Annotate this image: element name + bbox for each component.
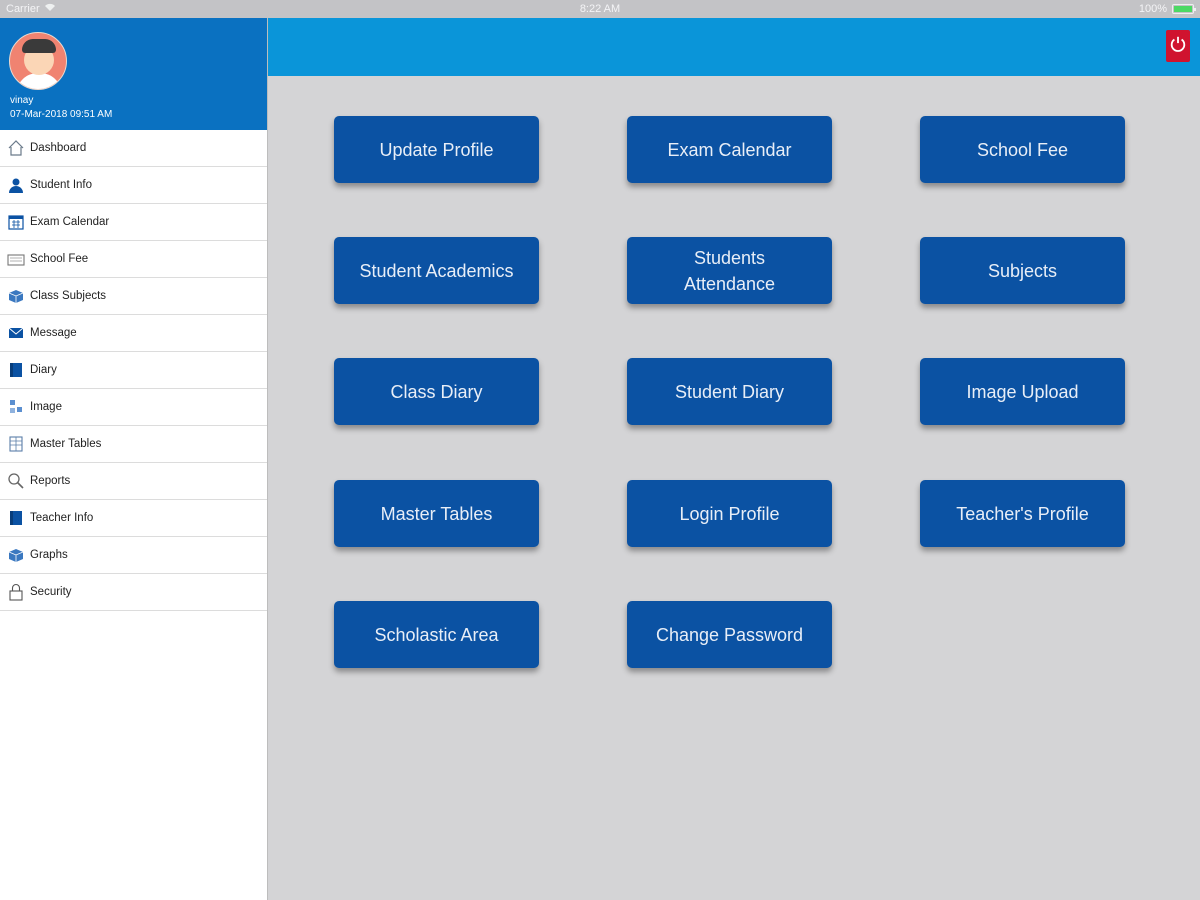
student-academics-button[interactable]: Student Academics bbox=[334, 237, 539, 304]
battery-fill bbox=[1174, 6, 1192, 12]
book-icon bbox=[6, 508, 26, 528]
sidebar-item-master-tables[interactable]: Master Tables bbox=[0, 426, 267, 463]
sidebar-item-label: Master Tables bbox=[30, 438, 102, 450]
sidebar-item-label: School Fee bbox=[30, 253, 89, 265]
update-profile-button[interactable]: Update Profile bbox=[334, 116, 539, 183]
top-bar bbox=[268, 18, 1200, 76]
magnifier-icon bbox=[6, 471, 26, 491]
box-icon bbox=[6, 286, 26, 306]
exam-calendar-button[interactable]: Exam Calendar bbox=[627, 116, 832, 183]
sidebar-item-security[interactable]: Security bbox=[0, 574, 267, 611]
profile-header: vinay 07-Mar-2018 09:51 AM bbox=[0, 18, 267, 130]
sidebar-item-dashboard[interactable]: Dashboard bbox=[0, 130, 267, 167]
envelope-icon bbox=[6, 323, 26, 343]
carrier-group: Carrier bbox=[6, 3, 56, 15]
power-button[interactable] bbox=[1166, 30, 1190, 62]
sidebar-item-school-fee[interactable]: School Fee bbox=[0, 241, 267, 278]
book-icon bbox=[6, 360, 26, 380]
sidebar-item-class-subjects[interactable]: Class Subjects bbox=[0, 278, 267, 315]
calendar-icon bbox=[6, 212, 26, 232]
image-icon bbox=[6, 397, 26, 417]
sidebar-item-image[interactable]: Image bbox=[0, 389, 267, 426]
subjects-button[interactable]: Subjects bbox=[920, 237, 1125, 304]
class-diary-button[interactable]: Class Diary bbox=[334, 358, 539, 425]
battery-group: 100% bbox=[1138, 3, 1196, 15]
sidebar-item-reports[interactable]: Reports bbox=[0, 463, 267, 500]
student-diary-button[interactable]: Student Diary bbox=[627, 358, 832, 425]
sidebar-item-label: Class Subjects bbox=[30, 290, 107, 302]
profile-datetime: 07-Mar-2018 09:51 AM bbox=[10, 109, 113, 120]
profile-name: vinay bbox=[10, 95, 34, 106]
change-password-button[interactable]: Change Password bbox=[627, 601, 832, 668]
sidebar-item-label: Dashboard bbox=[30, 142, 87, 154]
sidebar-item-student-info[interactable]: Student Info bbox=[0, 167, 267, 204]
power-icon bbox=[1169, 35, 1187, 58]
sidebar-item-label: Graphs bbox=[30, 549, 68, 561]
avatar[interactable] bbox=[9, 32, 67, 90]
sidebar-item-diary[interactable]: Diary bbox=[0, 352, 267, 389]
sidebar-item-label: Exam Calendar bbox=[30, 216, 110, 228]
sidebar-item-label: Security bbox=[30, 586, 72, 598]
table-icon bbox=[6, 434, 26, 454]
sidebar-item-label: Diary bbox=[30, 364, 57, 376]
login-profile-button[interactable]: Login Profile bbox=[627, 480, 832, 547]
carrier-label: Carrier bbox=[6, 3, 40, 15]
students-attendance-button[interactable]: Students Attendance bbox=[627, 237, 832, 304]
sidebar-item-label: Image bbox=[30, 401, 62, 413]
master-tables-button[interactable]: Master Tables bbox=[334, 480, 539, 547]
user-icon bbox=[6, 175, 26, 195]
status-time: 8:22 AM bbox=[579, 3, 621, 15]
box-icon bbox=[6, 545, 26, 565]
sidebar-item-message[interactable]: Message bbox=[0, 315, 267, 352]
sidebar-item-label: Reports bbox=[30, 475, 71, 487]
scholastic-area-button[interactable]: Scholastic Area bbox=[334, 601, 539, 668]
sidebar-item-teacher-info[interactable]: Teacher Info bbox=[0, 500, 267, 537]
status-bar: Carrier 8:22 AM 100% bbox=[0, 0, 1200, 18]
sidebar-item-label: Student Info bbox=[30, 179, 93, 191]
sidebar-item-exam-calendar[interactable]: Exam Calendar bbox=[0, 204, 267, 241]
home-icon bbox=[6, 138, 26, 158]
teacher-s-profile-button[interactable]: Teacher's Profile bbox=[920, 480, 1125, 547]
wifi-icon bbox=[44, 3, 56, 15]
battery-icon bbox=[1172, 4, 1196, 14]
lock-icon bbox=[6, 582, 26, 602]
battery-label: 100% bbox=[1138, 3, 1167, 15]
fee-icon bbox=[6, 249, 26, 269]
image-upload-button[interactable]: Image Upload bbox=[920, 358, 1125, 425]
sidebar-item-label: Message bbox=[30, 327, 77, 339]
school-fee-button[interactable]: School Fee bbox=[920, 116, 1125, 183]
sidebar-item-graphs[interactable]: Graphs bbox=[0, 537, 267, 574]
sidebar-item-label: Teacher Info bbox=[30, 512, 94, 524]
